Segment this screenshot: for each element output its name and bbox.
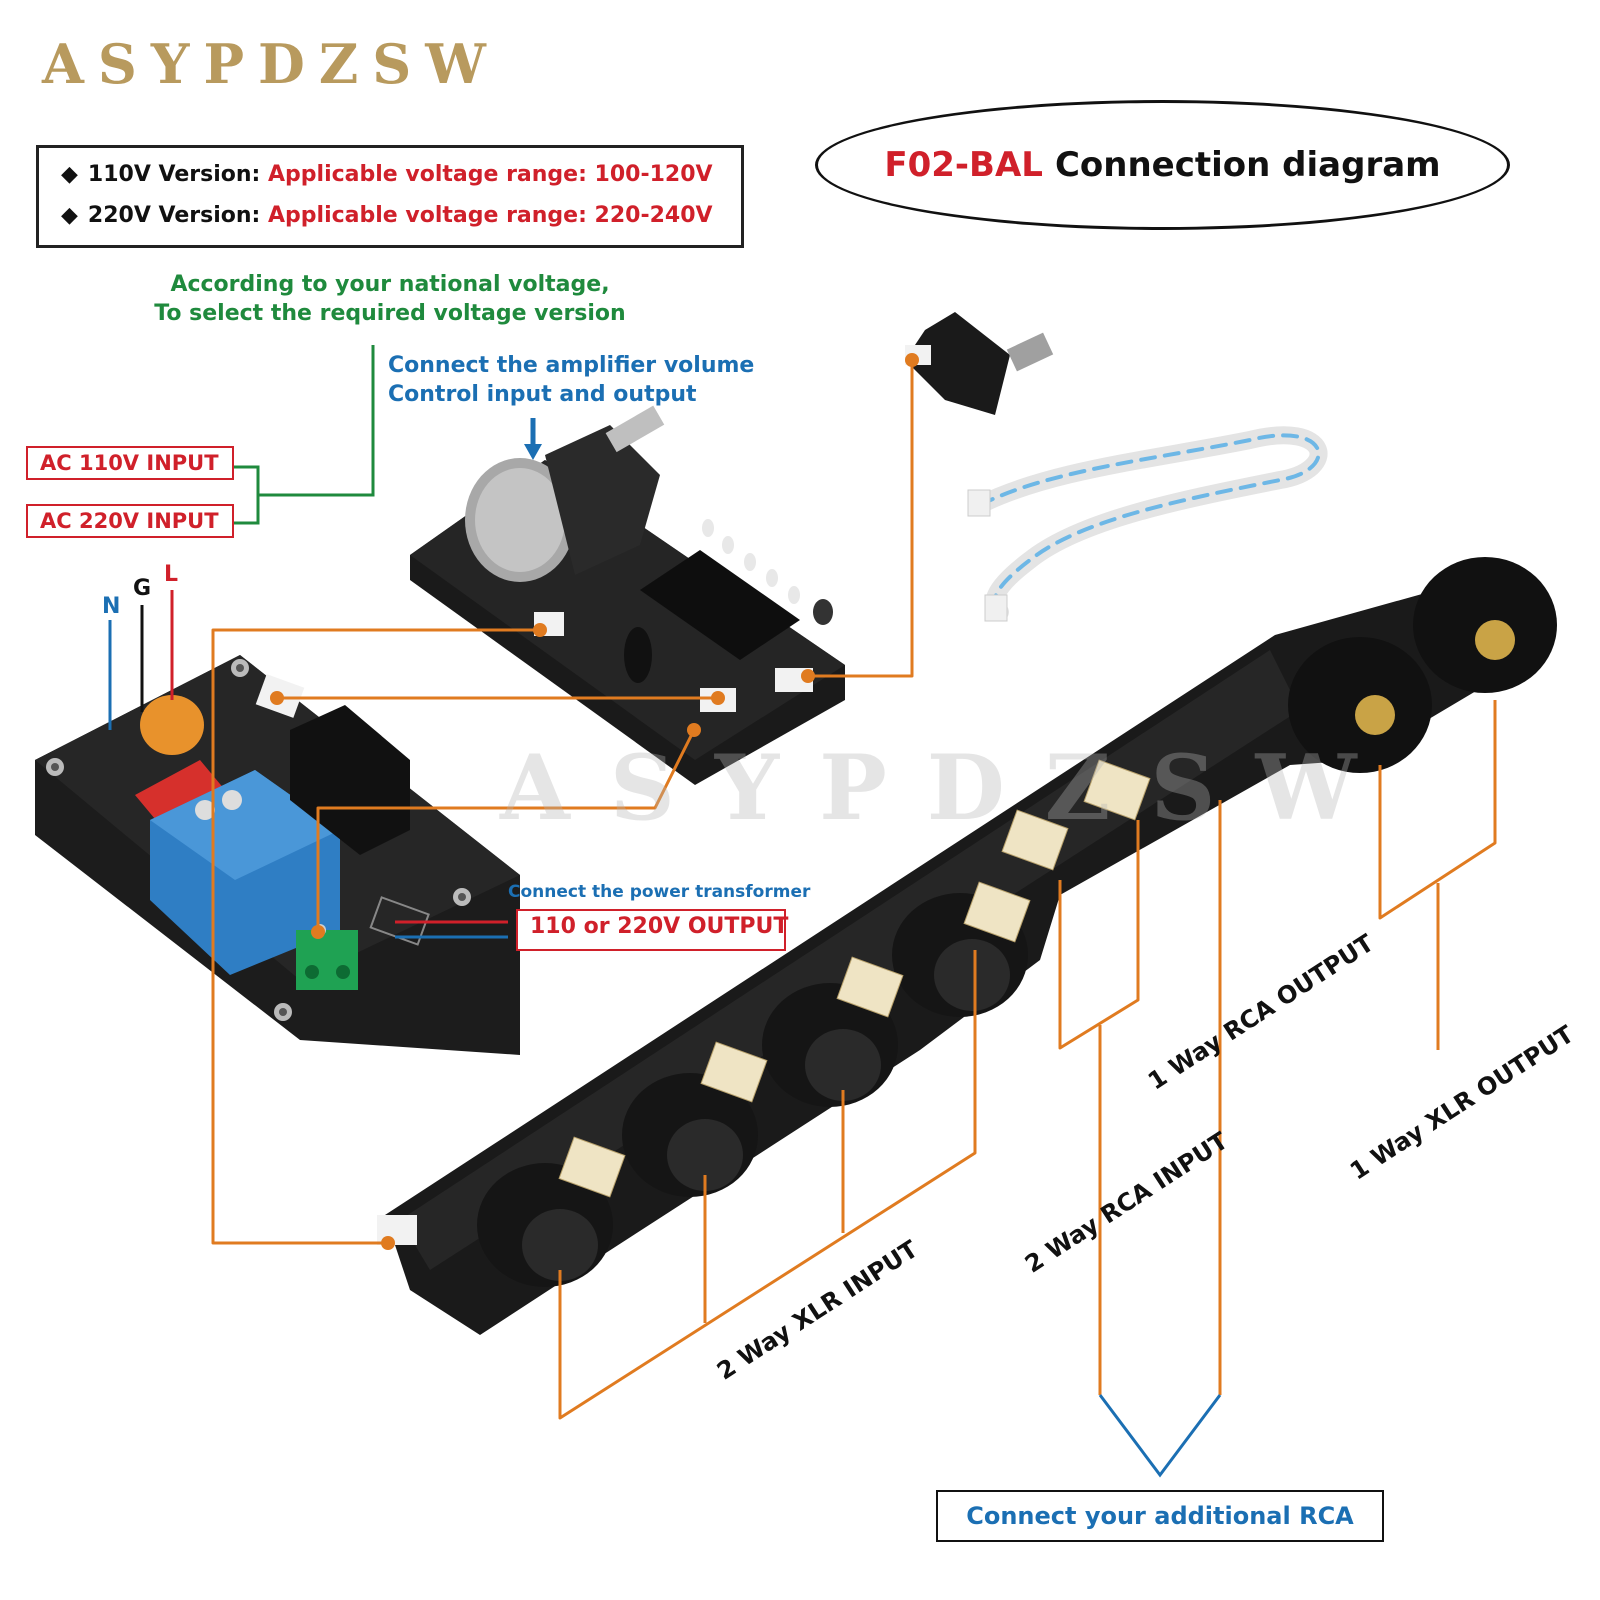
wire-label-n: N bbox=[102, 594, 121, 619]
led-row bbox=[702, 519, 800, 604]
additional-rca-box: Connect your additional RCA bbox=[936, 1490, 1384, 1542]
wire-label-l: L bbox=[164, 562, 179, 587]
amp-volume-note: Connect the amplifier volume Control inp… bbox=[388, 353, 754, 407]
ir-receiver bbox=[813, 599, 833, 625]
voltage-line-110: ◆ 110V Version: Applicable voltage range:… bbox=[61, 162, 713, 187]
signal-relays bbox=[558, 759, 1151, 1198]
diagram-title: F02-BAL Connection diagram bbox=[815, 100, 1510, 230]
voltage-line-220: ◆ 220V Version: Applicable voltage range:… bbox=[61, 203, 713, 228]
green-leader bbox=[232, 345, 375, 525]
national-voltage-line-1: According to your national voltage, bbox=[170, 272, 610, 297]
control-board bbox=[410, 405, 845, 785]
amp-volume-line-2: Control input and output bbox=[388, 382, 697, 407]
diamond-icon: ◆ bbox=[61, 162, 78, 187]
voltage-110-label: 110V Version: bbox=[87, 162, 261, 187]
wire-label-g: G bbox=[133, 576, 152, 601]
relay bbox=[290, 705, 410, 855]
electrolytic-capacitor bbox=[624, 627, 652, 683]
diamond-icon: ◆ bbox=[61, 203, 78, 228]
output-voltage-box: 110 or 220V OUTPUT bbox=[516, 909, 788, 951]
amp-volume-line-1: Connect the amplifier volume bbox=[388, 353, 755, 378]
national-voltage-note: According to your national voltage, To s… bbox=[140, 272, 640, 326]
ribbon-cable bbox=[967, 426, 1328, 622]
power-transformer-note: Connect the power transformer bbox=[508, 882, 811, 902]
rca-pointer bbox=[1098, 1394, 1222, 1478]
encoder-board bbox=[905, 312, 1054, 415]
voltage-220-value: Applicable voltage range: 220-240V bbox=[268, 203, 713, 228]
brand-logo: ASYPDZSW bbox=[42, 32, 500, 96]
title-text: Connection diagram bbox=[1054, 145, 1441, 185]
green-terminal bbox=[296, 924, 358, 990]
motor-potentiometer bbox=[465, 405, 665, 582]
power-board bbox=[35, 655, 520, 1055]
ac-110v-input-box: AC 110V INPUT bbox=[26, 446, 234, 480]
voltage-info-box: ◆ 110V Version: Applicable voltage range:… bbox=[36, 145, 744, 248]
national-voltage-line-2: To select the required voltage version bbox=[154, 301, 626, 326]
watermark: ASYPDZSW bbox=[500, 735, 1397, 841]
signal-board bbox=[377, 557, 1557, 1335]
output-wires bbox=[395, 920, 508, 939]
mcu-chip bbox=[640, 550, 800, 660]
voltage-110-value: Applicable voltage range: 100-120V bbox=[268, 162, 713, 187]
voltage-220-label: 220V Version: bbox=[87, 203, 261, 228]
mains-wires bbox=[108, 590, 174, 730]
disk-capacitor bbox=[140, 695, 204, 755]
model-name: F02-BAL bbox=[884, 145, 1043, 185]
ac-220v-input-box: AC 220V INPUT bbox=[26, 504, 234, 538]
down-arrow bbox=[524, 418, 542, 460]
orange-connections bbox=[211, 353, 1497, 1420]
